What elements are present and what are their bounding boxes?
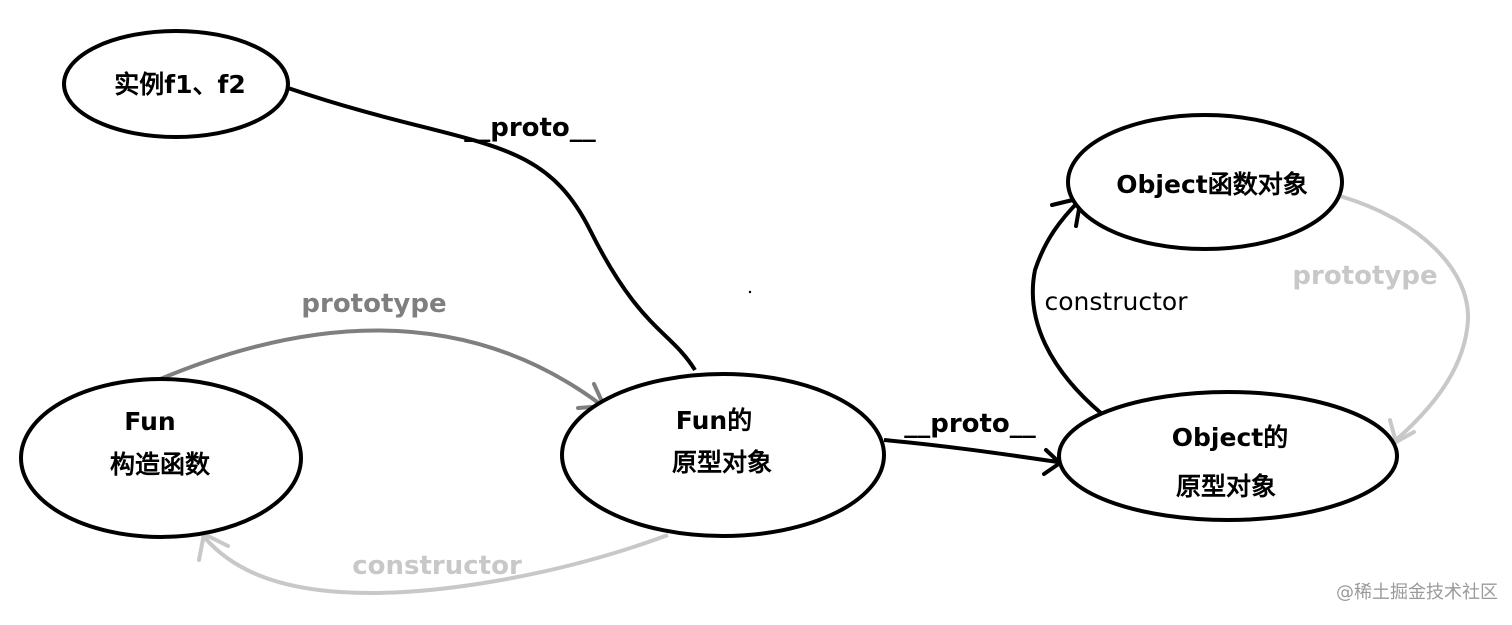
object-prototype-label-2: 原型对象 — [1176, 472, 1276, 501]
node-fun-constructor — [19, 377, 303, 539]
node-fun-prototype — [560, 372, 886, 538]
edge-fun-prototype — [157, 328, 602, 406]
fun-prototype-label-2: 原型对象 — [672, 448, 772, 477]
instances-label: 实例f1、f2 — [114, 70, 246, 99]
fun-constructor-label-2: 构造函数 — [110, 450, 211, 479]
fun-prototype-label: prototype — [301, 289, 446, 319]
fun-prototype-label-1: Fun的 — [676, 406, 752, 435]
stray-dot — [748, 290, 752, 294]
fun-constructor-label-1: Fun — [124, 407, 175, 436]
object-constructor-label: constructor — [1045, 287, 1189, 316]
node-object-prototype — [1057, 390, 1399, 522]
object-prototype-label: prototype — [1292, 261, 1437, 291]
arrowhead-object-prototype — [1388, 418, 1416, 444]
edge-fun-to-object-proto — [883, 438, 1059, 464]
watermark: @稀土掘金技术社区 — [1336, 582, 1498, 603]
fun-to-object-proto-label: __proto__ — [904, 409, 1036, 439]
fun-constructor-label: constructor — [352, 551, 522, 581]
instances-proto-label: __proto__ — [464, 113, 596, 143]
edge-fun-constructor — [203, 533, 669, 595]
object-function-label: Object函数对象 — [1116, 170, 1307, 199]
node-instances — [62, 29, 290, 139]
edge-instances-proto — [287, 86, 697, 372]
edge-object-constructor — [1030, 198, 1104, 416]
edge-object-prototype — [1339, 194, 1471, 442]
node-object-function — [1066, 113, 1344, 251]
object-prototype-label-1: Object的 — [1172, 423, 1288, 452]
